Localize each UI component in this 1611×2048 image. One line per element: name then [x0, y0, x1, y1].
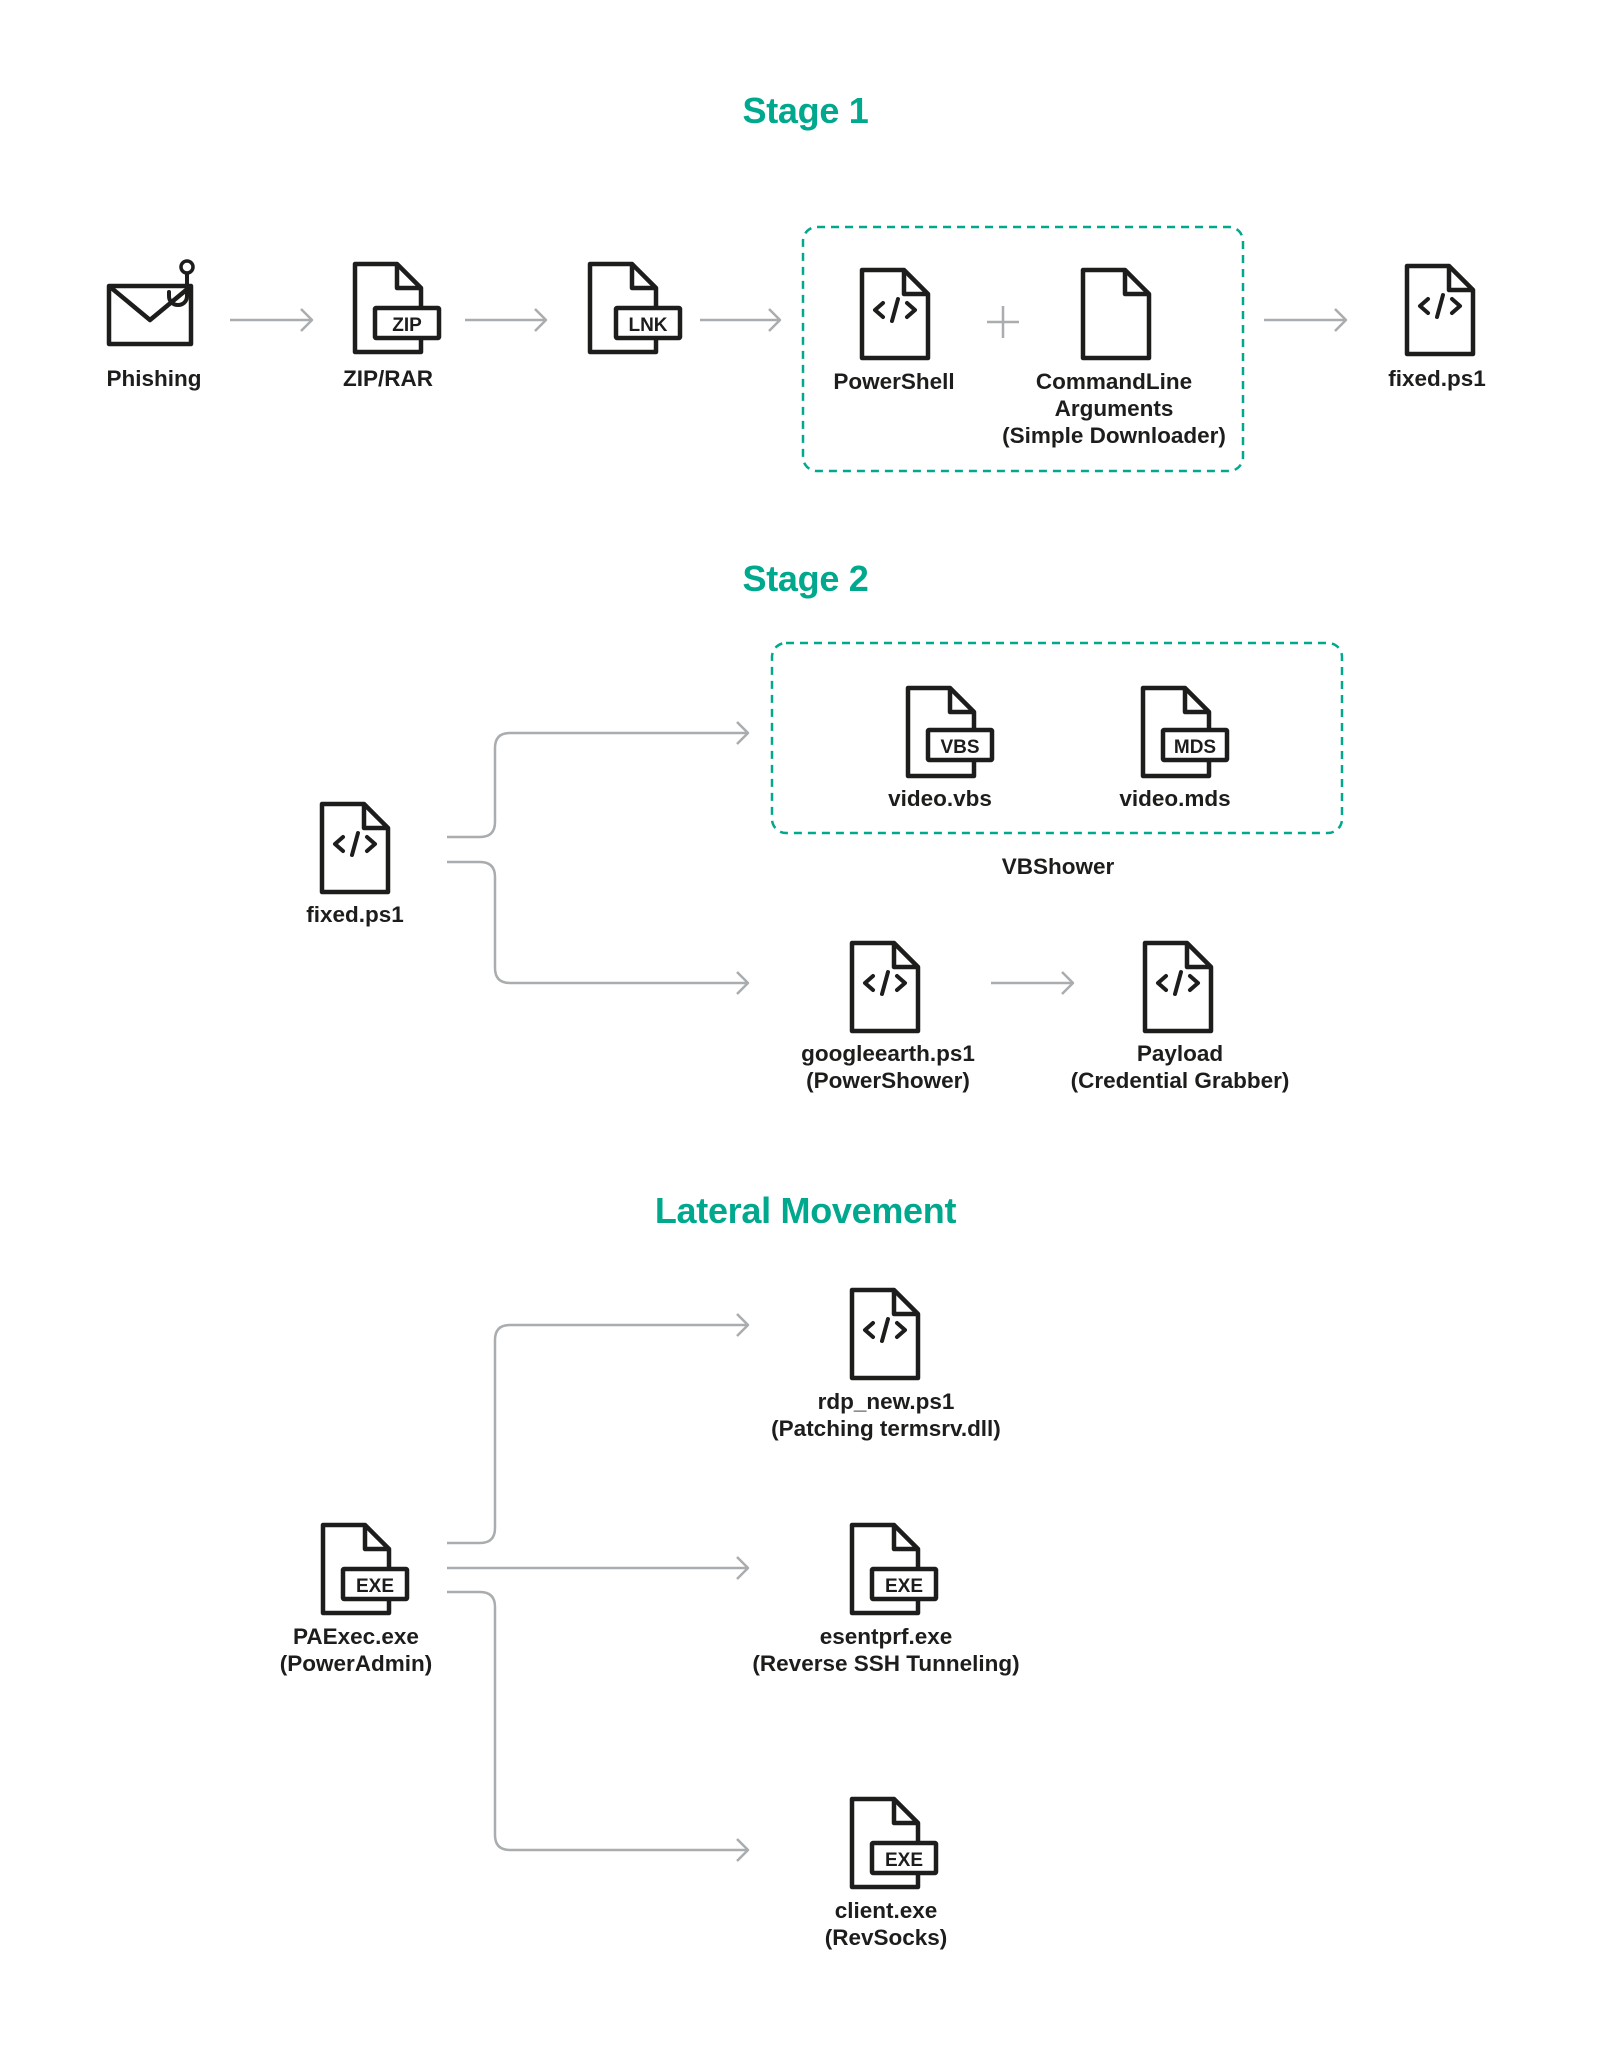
- connector-paexec-to-rdp: [447, 1323, 748, 1545]
- arrow-head: [736, 1313, 750, 1337]
- googleearth-label-line: (PowerShower): [806, 1068, 970, 1093]
- vbshower-group-label: VBShower: [1001, 854, 1115, 879]
- zip-file-icon: ZIP: [355, 264, 442, 352]
- googleearth-label: googleearth.ps1 (PowerShower): [801, 1040, 975, 1094]
- phishing-mail-hook-icon: [106, 259, 195, 347]
- video-mds-label: video.mds: [1119, 786, 1231, 811]
- rdp-new-label-line: rdp_new.ps1: [817, 1389, 955, 1414]
- plus-icon: [987, 306, 1019, 338]
- mds-file-icon: MDS: [1143, 688, 1230, 776]
- paexec-label: PAExec.exe (PowerAdmin): [280, 1623, 433, 1677]
- exe-file-icon: EXE: [852, 1525, 939, 1613]
- code-file-icon: [1145, 943, 1211, 1031]
- code-file-icon: [862, 270, 928, 358]
- zip-rar-label: ZIP/RAR: [343, 366, 433, 391]
- connector-fixed-to-vbshower: [447, 731, 748, 839]
- fixed-ps1-label: fixed.ps1: [306, 902, 404, 927]
- lnk-badge-text: LNK: [628, 315, 667, 336]
- arrow-head: [1334, 308, 1348, 332]
- arrow-head: [736, 1838, 750, 1862]
- cmdline-label: CommandLine Arguments (Simple Downloader…: [1002, 368, 1226, 449]
- powershell-label: PowerShell: [833, 369, 955, 394]
- exe-file-icon: EXE: [323, 1525, 410, 1613]
- esentprf-label: esentprf.exe (Reverse SSH Tunneling): [752, 1623, 1019, 1677]
- arrow-head: [534, 308, 548, 332]
- stage2-title: Stage 2: [742, 558, 869, 599]
- exe-badge-text: EXE: [356, 1576, 394, 1597]
- video-vbs-label: video.vbs: [888, 786, 992, 811]
- client-exe-label: client.exe (RevSocks): [825, 1897, 948, 1951]
- cmdline-label-line: (Simple Downloader): [1002, 423, 1226, 448]
- rdp-new-label-line: (Patching termsrv.dll): [771, 1416, 1001, 1441]
- vbshower-group-box: [770, 641, 1344, 835]
- googleearth-label-line: googleearth.ps1: [801, 1041, 975, 1066]
- vbs-file-icon: VBS: [908, 688, 995, 776]
- arrow-head: [300, 308, 314, 332]
- cmdline-label-line: Arguments: [1054, 396, 1174, 421]
- cmdline-label-line: CommandLine: [1035, 369, 1193, 394]
- client-exe-label-line: (RevSocks): [824, 1925, 948, 1950]
- zip-badge-text: ZIP: [392, 315, 422, 336]
- payload-label: Payload (Credential Grabber): [1071, 1040, 1290, 1094]
- exe-badge-text: EXE: [885, 1850, 923, 1871]
- mds-badge-text: MDS: [1174, 737, 1216, 758]
- code-file-icon: [852, 1290, 918, 1378]
- arrow-head: [736, 1556, 750, 1580]
- arrow-head: [1061, 971, 1075, 995]
- client-exe-label-line: client.exe: [834, 1898, 938, 1923]
- rdp-new-label: rdp_new.ps1 (Patching termsrv.dll): [771, 1388, 1001, 1442]
- esentprf-label-line: esentprf.exe: [819, 1624, 953, 1649]
- lateral-movement-title: Lateral Movement: [654, 1190, 957, 1231]
- exe-file-icon: EXE: [852, 1799, 939, 1887]
- arrow-head: [736, 971, 750, 995]
- paexec-label-line: PAExec.exe: [293, 1624, 419, 1649]
- stage1-title: Stage 1: [742, 90, 869, 131]
- code-file-icon: [322, 804, 388, 892]
- connector-fixed-to-googleearth: [447, 860, 748, 985]
- code-file-icon: [852, 943, 918, 1031]
- phishing-label: Phishing: [106, 366, 202, 391]
- connector-paexec-to-client: [447, 1590, 748, 1852]
- fixed-ps1-label: fixed.ps1: [1388, 366, 1486, 391]
- payload-label-line: Payload: [1136, 1041, 1224, 1066]
- code-file-icon: [1407, 266, 1473, 354]
- payload-label-line: (Credential Grabber): [1070, 1068, 1290, 1093]
- exe-badge-text: EXE: [885, 1576, 923, 1597]
- arrow-head: [736, 721, 750, 745]
- blank-file-icon: [1083, 270, 1149, 358]
- esentprf-label-line: (Reverse SSH Tunneling): [752, 1651, 1020, 1676]
- vbs-badge-text: VBS: [940, 737, 979, 758]
- lnk-file-icon: LNK: [590, 264, 683, 352]
- paexec-label-line: (PowerAdmin): [279, 1651, 433, 1676]
- arrow-head: [768, 308, 782, 332]
